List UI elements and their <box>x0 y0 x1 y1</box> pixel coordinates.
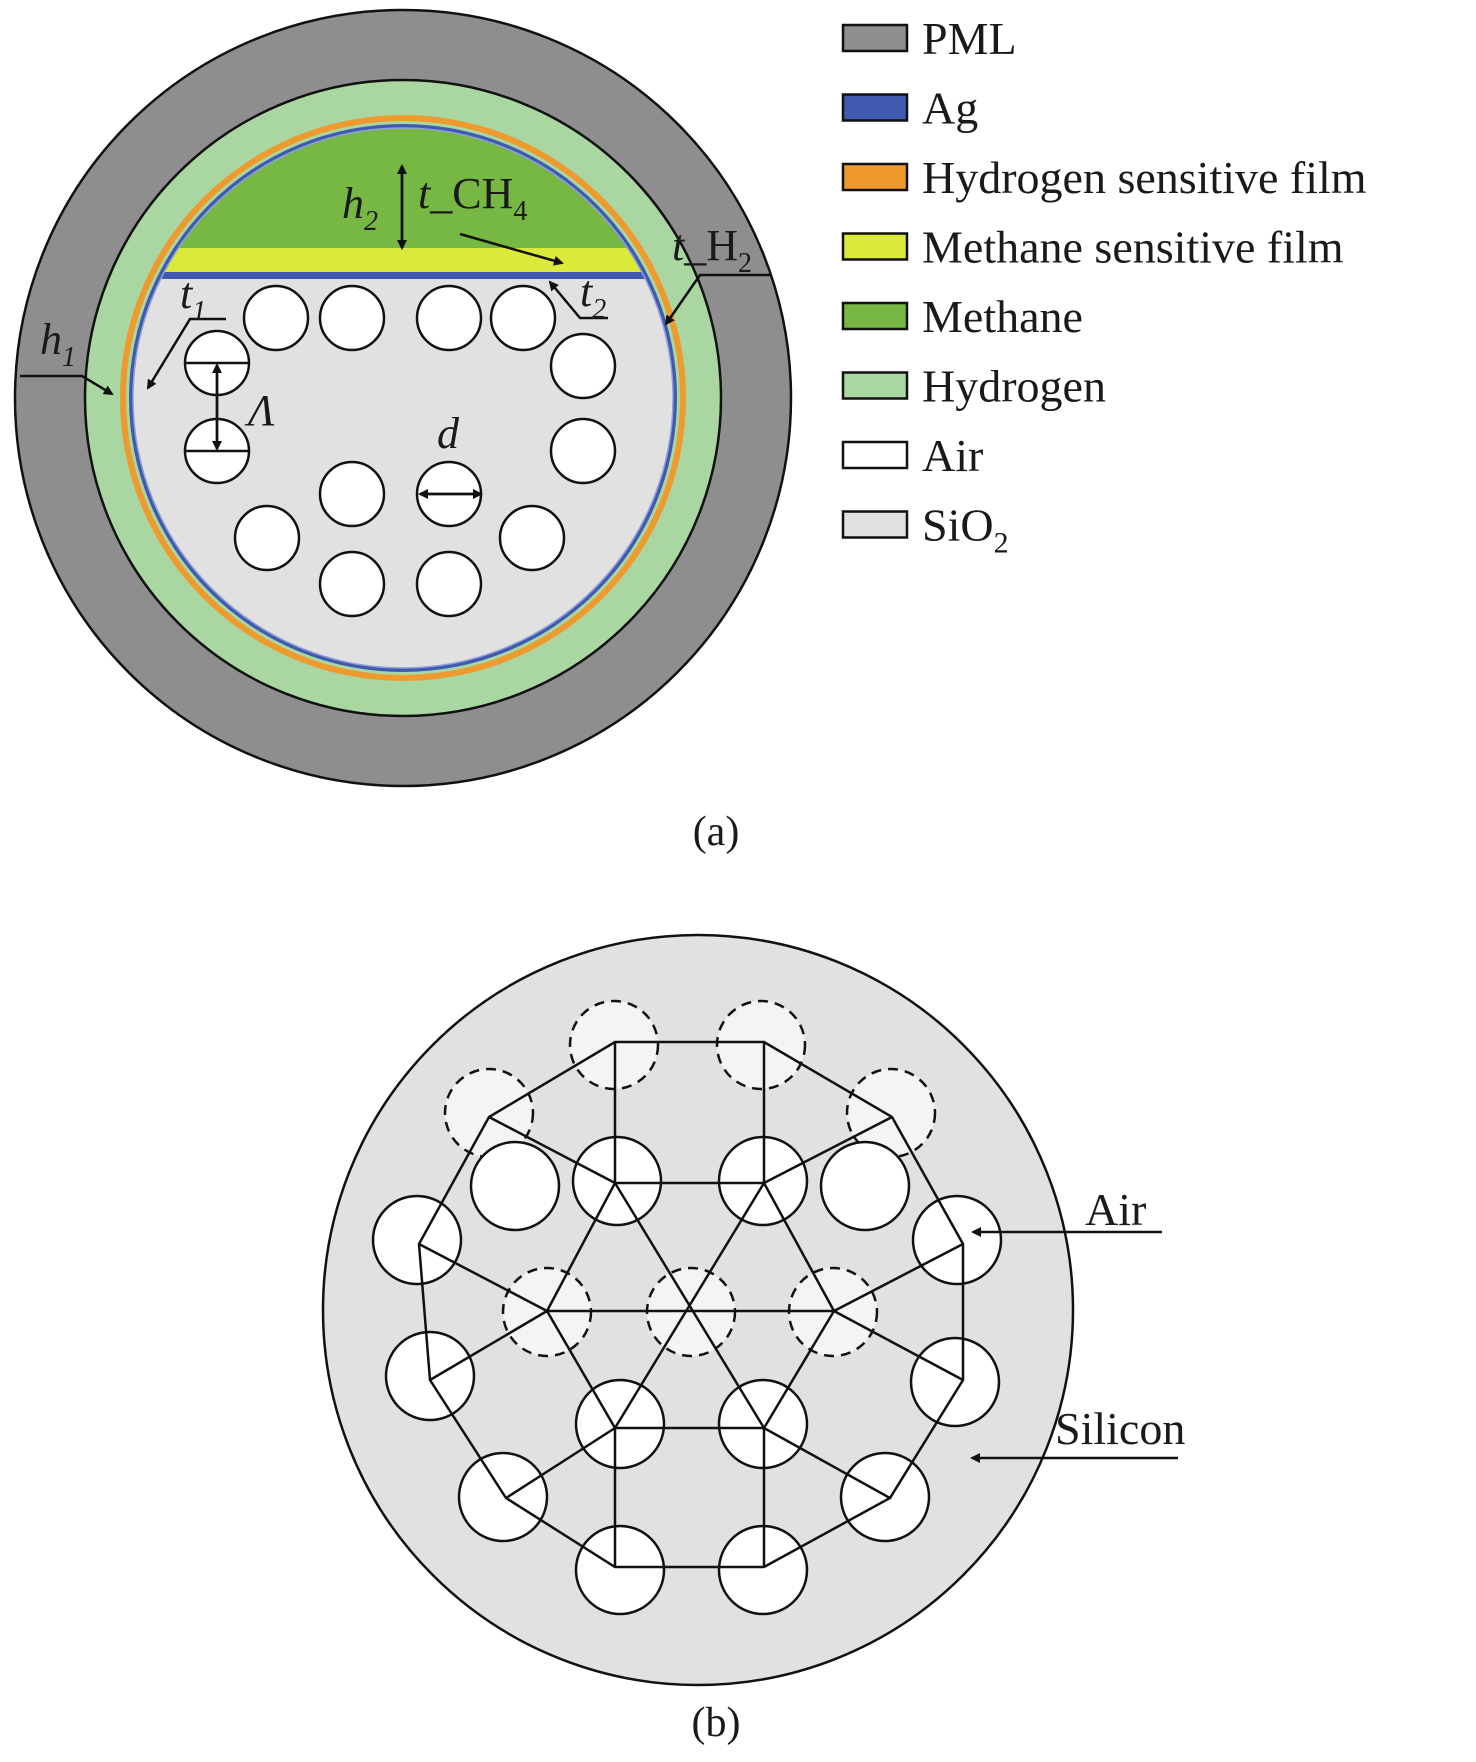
label-d: d <box>437 409 460 458</box>
air-hole <box>498 504 566 572</box>
air-hole <box>318 284 386 352</box>
label-h1: h1 <box>40 315 76 373</box>
label-t1: t1 <box>180 269 206 327</box>
air-hole <box>549 332 617 400</box>
legend-swatch <box>841 510 909 539</box>
label-t-ch4: t_CH4 <box>418 169 527 227</box>
air-hole <box>457 1451 549 1543</box>
legend-label: Ag <box>922 83 978 134</box>
label-t-h2: t_H2 <box>672 221 752 279</box>
legend-swatch <box>841 440 909 470</box>
label-h2: h2 <box>342 179 378 237</box>
legend-swatch <box>841 371 909 400</box>
legend-item-hydrogen-film: Hydrogen sensitive film <box>841 152 1367 203</box>
air-hole <box>489 284 557 352</box>
air-holes <box>183 284 617 618</box>
panel-a-diagram: h2 t_CH4 t_H2 t1 t2 h1 Λ d (a) <box>13 8 793 855</box>
caption-b: (b) <box>692 1700 741 1746</box>
air-hole <box>233 504 301 572</box>
legend-item-pml: PML <box>841 13 1017 64</box>
dashed-holes <box>443 999 937 1358</box>
caption-a: (a) <box>693 809 740 855</box>
legend-swatch <box>841 93 909 122</box>
air-hole <box>318 460 386 528</box>
label-lambda: Λ <box>244 386 275 435</box>
air-hole <box>318 550 386 618</box>
legend-swatch <box>841 232 909 261</box>
air-hole <box>571 1135 663 1227</box>
panel-a-annotations <box>20 164 770 499</box>
legend-label: SiO2 <box>922 500 1009 560</box>
legend-item-air: Air <box>841 430 983 481</box>
panel-b-annotations <box>970 1227 1178 1463</box>
legend-label: Hydrogen <box>922 361 1106 412</box>
legend-swatch <box>841 23 909 53</box>
legend-item-sio2: SiO2 <box>841 500 1009 560</box>
label-t2: t2 <box>580 267 606 325</box>
missing-hole <box>715 999 807 1091</box>
legend-swatch <box>841 162 909 192</box>
air-hole <box>911 1194 1003 1286</box>
air-hole <box>242 284 310 352</box>
label-air: Air <box>1085 1184 1146 1235</box>
air-hole <box>819 1140 911 1232</box>
air-hole <box>574 1524 666 1616</box>
air-holes-b <box>371 1135 1003 1616</box>
air-hole <box>909 1336 1001 1428</box>
methane-film <box>133 248 673 272</box>
silver-strip <box>133 272 673 279</box>
legend-swatch <box>841 301 909 331</box>
legend-label: Methane <box>922 291 1083 342</box>
legend-item-hydrogen: Hydrogen <box>841 361 1106 412</box>
label-silicon: Silicon <box>1055 1403 1185 1454</box>
legend-label: Methane sensitive film <box>922 222 1344 273</box>
air-hole <box>574 1378 666 1470</box>
dimension-labels: h2 t_CH4 t_H2 t1 t2 h1 Λ d <box>40 169 752 458</box>
panel-b-diagram: Air Silicon (b) <box>321 933 1185 1746</box>
legend-item-ag: Ag <box>841 83 978 134</box>
legend-item-methane-film: Methane sensitive film <box>841 222 1344 273</box>
legend-label: PML <box>922 13 1017 64</box>
air-hole <box>839 1451 931 1543</box>
legend-item-methane: Methane <box>841 291 1083 342</box>
air-hole <box>549 417 617 485</box>
lattice-lines <box>417 1040 965 1569</box>
air-hole <box>371 1194 463 1286</box>
air-hole <box>415 550 483 618</box>
air-hole <box>469 1140 561 1232</box>
legend-label: Hydrogen sensitive film <box>922 152 1367 203</box>
legend-label: Air <box>922 430 983 481</box>
air-hole <box>415 284 483 352</box>
